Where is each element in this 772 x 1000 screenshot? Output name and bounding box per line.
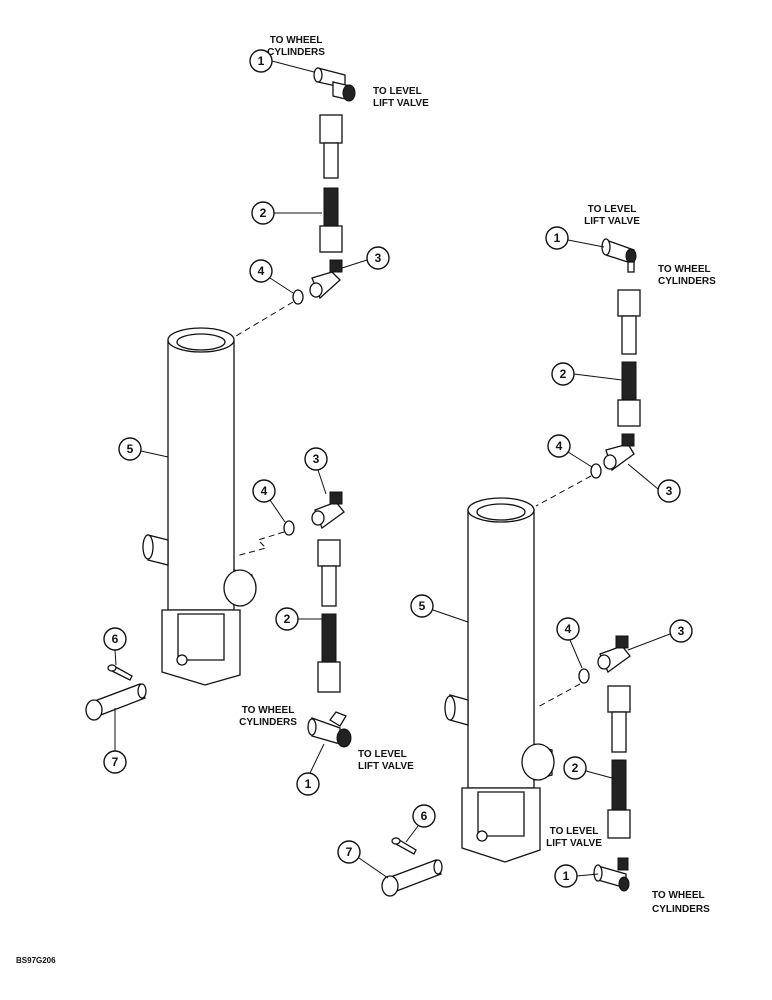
callout-3-middle-left: 3 xyxy=(304,447,328,495)
svg-text:LIFT VALVE: LIFT VALVE xyxy=(358,761,414,772)
cylinder-left xyxy=(142,327,257,686)
fitting-1-lower-right xyxy=(593,857,630,892)
callout-4-top-right: 4 xyxy=(547,434,593,468)
svg-text:3: 3 xyxy=(666,484,673,498)
callout-7-left: 7 xyxy=(103,708,127,774)
svg-text:7: 7 xyxy=(346,845,353,859)
callout-2-lower-right: 2 xyxy=(563,756,613,780)
hose-2-top-right xyxy=(617,289,641,427)
hose-2-top-left xyxy=(319,114,343,253)
callout-3-lower-right: 3 xyxy=(627,619,693,651)
svg-text:4: 4 xyxy=(258,264,265,278)
clevis-pin-7-right xyxy=(381,859,443,897)
label-to-level-lift-valve-top-left: TO LEVEL LIFT VALVE xyxy=(373,86,429,109)
o-ring-4-top-left xyxy=(292,289,304,305)
svg-text:LIFT VALVE: LIFT VALVE xyxy=(373,98,429,109)
callout-1-top-right: 1 xyxy=(545,226,605,250)
svg-text:TO WHEEL: TO WHEEL xyxy=(242,705,295,716)
svg-text:CYLINDERS: CYLINDERS xyxy=(652,904,710,915)
svg-text:4: 4 xyxy=(565,622,572,636)
svg-text:LIFT VALVE: LIFT VALVE xyxy=(546,838,602,849)
o-ring-4-lower-right xyxy=(578,668,590,684)
svg-text:4: 4 xyxy=(261,484,268,498)
svg-text:TO WHEEL: TO WHEEL xyxy=(270,35,323,46)
svg-text:CYLINDERS: CYLINDERS xyxy=(239,717,297,728)
svg-text:TO LEVEL: TO LEVEL xyxy=(588,204,637,215)
figure-code: BS97G206 xyxy=(16,956,56,965)
label-to-wheel-cylinders-top-right: TO WHEEL CYLINDERS xyxy=(658,264,716,287)
cotter-pin-6-right xyxy=(391,837,417,855)
callout-4-middle-left: 4 xyxy=(252,479,286,523)
svg-text:LIFT VALVE: LIFT VALVE xyxy=(584,216,640,227)
svg-text:2: 2 xyxy=(284,612,291,626)
svg-text:2: 2 xyxy=(560,367,567,381)
callout-6-left: 6 xyxy=(103,627,127,666)
svg-text:2: 2 xyxy=(572,761,579,775)
svg-text:5: 5 xyxy=(127,442,134,456)
clevis-pin-7-left xyxy=(85,683,147,721)
svg-text:3: 3 xyxy=(678,624,685,638)
svg-text:3: 3 xyxy=(375,251,382,265)
svg-text:4: 4 xyxy=(556,439,563,453)
label-to-wheel-cylinders-lower-right: TO WHEEL CYLINDERS xyxy=(652,890,710,915)
fitting-1-top-left xyxy=(313,67,356,102)
fitting-1-top-right xyxy=(601,238,637,273)
callout-1-middle-left: 1 xyxy=(296,743,325,796)
fitting-1-middle-left xyxy=(307,711,352,748)
callout-4-lower-right: 4 xyxy=(556,617,583,669)
callout-2-top-right: 2 xyxy=(551,362,623,386)
fitting-3-top-right xyxy=(603,433,635,472)
fitting-3-lower-right xyxy=(597,635,631,673)
label-to-wheel-cylinders-top-left: TO WHEEL CYLINDERS xyxy=(267,35,325,58)
svg-text:CYLINDERS: CYLINDERS xyxy=(658,276,716,287)
label-to-wheel-cylinders-middle-left: TO WHEEL CYLINDERS xyxy=(239,705,297,728)
svg-text:7: 7 xyxy=(112,755,119,769)
svg-text:TO LEVEL: TO LEVEL xyxy=(373,86,422,97)
svg-text:TO LEVEL: TO LEVEL xyxy=(358,749,407,760)
callout-3-top-left: 3 xyxy=(341,246,390,270)
callout-1-lower-right: 1 xyxy=(554,864,599,888)
svg-text:1: 1 xyxy=(305,777,312,791)
callout-7-right: 7 xyxy=(337,840,389,879)
callout-2-top-left: 2 xyxy=(251,201,322,225)
callout-2-middle-left: 2 xyxy=(275,607,322,631)
svg-text:6: 6 xyxy=(421,809,428,823)
fitting-3-top-left xyxy=(309,259,343,300)
svg-text:TO LEVEL: TO LEVEL xyxy=(550,826,599,837)
svg-text:5: 5 xyxy=(419,599,426,613)
o-ring-4-top-right xyxy=(590,463,602,479)
hose-2-lower-right xyxy=(607,685,631,839)
callout-1-top-left: 1 xyxy=(249,49,315,73)
callout-3-top-right: 3 xyxy=(627,463,681,503)
label-to-level-lift-valve-lower-right: TO LEVEL LIFT VALVE xyxy=(546,826,602,849)
callout-6-right: 6 xyxy=(405,804,436,843)
svg-text:3: 3 xyxy=(313,452,320,466)
callout-5-left: 5 xyxy=(118,437,169,461)
svg-text:6: 6 xyxy=(112,632,119,646)
o-ring-4-middle-left xyxy=(283,520,295,536)
svg-text:1: 1 xyxy=(563,869,570,883)
svg-text:CYLINDERS: CYLINDERS xyxy=(267,47,325,58)
cylinder-right xyxy=(444,497,555,863)
svg-text:1: 1 xyxy=(554,231,561,245)
fitting-3-middle-left xyxy=(311,491,345,530)
callout-4-top-left: 4 xyxy=(249,259,294,294)
svg-text:TO WHEEL: TO WHEEL xyxy=(658,264,711,275)
cotter-pin-6-left xyxy=(107,664,133,681)
svg-text:1: 1 xyxy=(258,54,265,68)
callout-5-right: 5 xyxy=(410,594,469,623)
label-to-level-lift-valve-top-right: TO LEVEL LIFT VALVE xyxy=(584,204,640,227)
svg-text:TO WHEEL: TO WHEEL xyxy=(652,890,705,901)
label-to-level-lift-valve-middle-left: TO LEVEL LIFT VALVE xyxy=(358,749,414,772)
hose-2-middle-left xyxy=(317,539,341,693)
svg-text:2: 2 xyxy=(260,206,267,220)
